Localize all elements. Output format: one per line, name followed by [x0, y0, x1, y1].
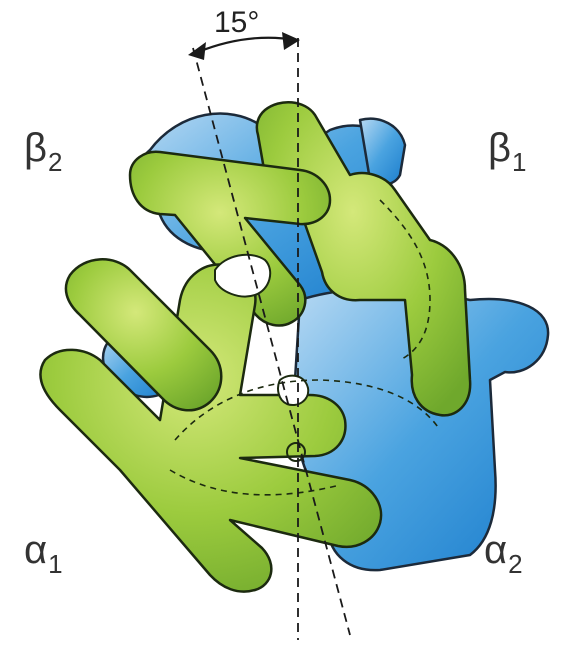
- subunit-index: 2: [508, 549, 523, 579]
- angle-arrowhead-left: [188, 42, 206, 60]
- angle-arrowhead-right: [282, 32, 300, 50]
- hidden-segment-lines: [169, 199, 441, 496]
- subunit-index: 1: [48, 549, 63, 579]
- central-cavity-circle: [286, 442, 306, 462]
- green-subunit-beta1: [128, 101, 472, 417]
- subunit-label-beta1: β1: [488, 126, 526, 175]
- subunit-letter: α: [24, 528, 48, 572]
- green-subunit-alpha1: [39, 258, 383, 593]
- subunit-index: 2: [48, 147, 63, 177]
- subunit-letter: β: [488, 126, 512, 170]
- subunit-index: 1: [512, 147, 527, 177]
- subunit-label-beta2: β2: [24, 126, 62, 175]
- angle-label: 15°: [214, 6, 260, 39]
- subunit-label-alpha2: α2: [484, 528, 523, 577]
- rotated-axis: [192, 47, 351, 636]
- subunit-label-alpha1: α1: [24, 528, 63, 577]
- subunit-letter: β: [24, 126, 48, 170]
- subunit-letter: α: [484, 528, 508, 572]
